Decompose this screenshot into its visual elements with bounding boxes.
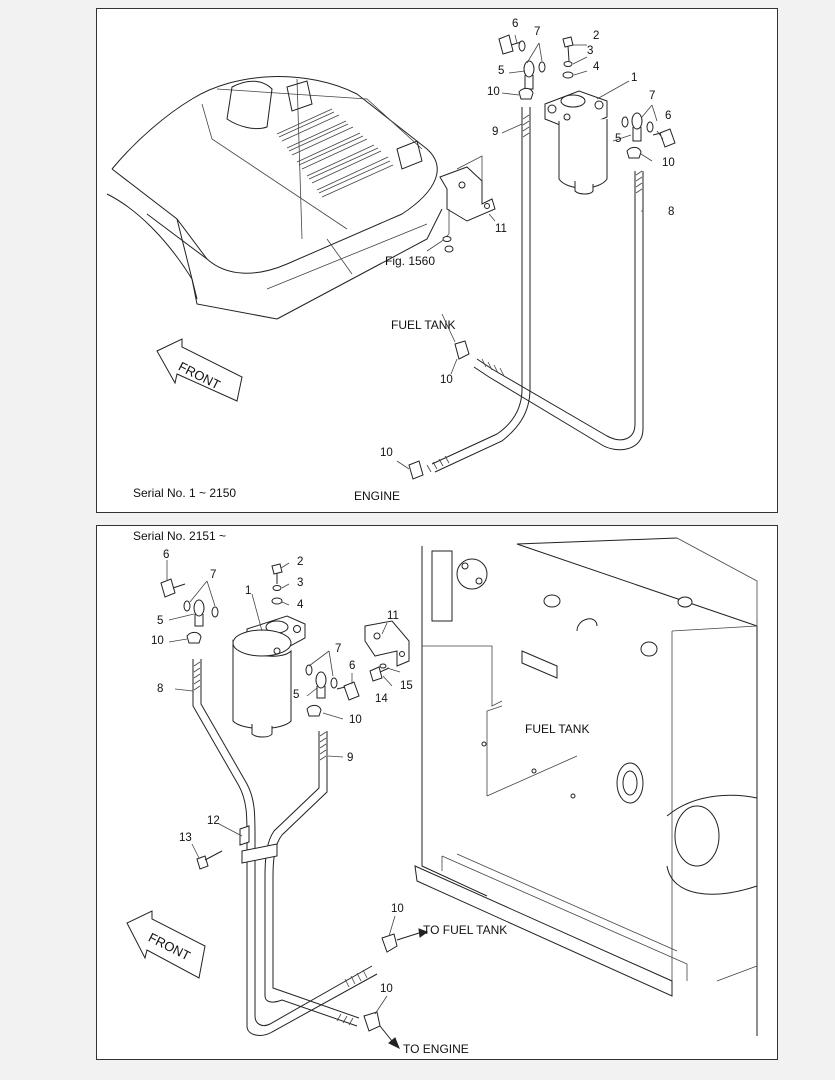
callout-4: 4	[593, 61, 600, 73]
to-fuel-tank-label: TO FUEL TANK	[423, 923, 508, 937]
callout-10-left: 10	[151, 635, 164, 647]
callout-2: 2	[297, 556, 304, 568]
callout-10-right: 10	[349, 714, 362, 726]
callout-5-left: 5	[498, 65, 505, 77]
callout-8: 8	[157, 683, 164, 695]
callout-10-fuel-tank: 10	[440, 374, 453, 386]
callout-1: 1	[631, 72, 638, 84]
diagram-panel-serial-1-2150: Serial No. 1 ~ 2150 Fig. 1560 FUEL TANK …	[96, 8, 778, 513]
callout-10-left: 10	[487, 86, 500, 98]
callout-7-left: 7	[534, 26, 541, 38]
callout-10-fuel-tank: 10	[391, 903, 404, 915]
callout-5-right: 5	[615, 133, 622, 145]
fuel-tank-label: FUEL TANK	[525, 722, 590, 736]
callout-11: 11	[387, 610, 399, 622]
hardware-fittings-top	[498, 34, 676, 159]
fuel-filter-part-1	[232, 615, 306, 738]
engine-label: ENGINE	[354, 489, 401, 503]
callout-7-left: 7	[210, 569, 217, 581]
front-direction-arrow	[126, 910, 206, 979]
diagram-panel-serial-2151: Serial No. 2151 ~ FUEL TANK TO FUEL TANK…	[96, 525, 778, 1060]
callout-7-right: 7	[649, 90, 656, 102]
callout-9: 9	[347, 752, 354, 764]
bracket-part-11	[439, 155, 496, 253]
top-diagram-lineart	[106, 34, 676, 480]
hoses-8-9	[192, 659, 429, 1050]
fuel-tank-outline	[414, 537, 758, 1036]
callout-13: 13	[179, 832, 192, 844]
callout-5-left: 5	[157, 615, 164, 627]
callout-8: 8	[668, 206, 675, 218]
serial-range-label: Serial No. 2151 ~	[133, 529, 227, 543]
callout-10-right: 10	[662, 157, 675, 169]
callout-10-engine: 10	[380, 447, 393, 459]
callout-1: 1	[245, 585, 252, 597]
callout-15: 15	[400, 680, 413, 692]
callout-3: 3	[587, 45, 594, 57]
engine-hood-outline	[106, 76, 443, 320]
callout-6-right: 6	[665, 110, 672, 122]
callout-11: 11	[495, 223, 507, 235]
hoses-8-9	[408, 107, 644, 480]
callout-leader-lines	[166, 560, 401, 1015]
to-engine-label: TO ENGINE	[403, 1042, 469, 1056]
callout-9: 9	[492, 126, 499, 138]
callout-7-right: 7	[335, 643, 342, 655]
bottom-diagram-lineart	[126, 537, 758, 1050]
callout-leader-lines	[396, 34, 664, 470]
figure-reference: Fig. 1560	[385, 254, 436, 268]
callout-14: 14	[375, 693, 388, 705]
front-direction-arrow	[156, 338, 243, 402]
hardware-fittings-bottom	[160, 563, 410, 870]
callout-4: 4	[297, 599, 304, 611]
callout-3: 3	[297, 577, 304, 589]
callout-6-left: 6	[512, 18, 519, 30]
fuel-filter-part-1	[544, 90, 608, 195]
callout-5-right: 5	[293, 689, 300, 701]
fuel-tank-label: FUEL TANK	[391, 318, 456, 332]
callout-10-engine: 10	[380, 983, 393, 995]
callout-12: 12	[207, 815, 220, 827]
callout-6-right: 6	[349, 660, 356, 672]
callout-2: 2	[593, 30, 600, 42]
callout-6-left: 6	[163, 549, 170, 561]
serial-range-label: Serial No. 1 ~ 2150	[133, 486, 237, 500]
